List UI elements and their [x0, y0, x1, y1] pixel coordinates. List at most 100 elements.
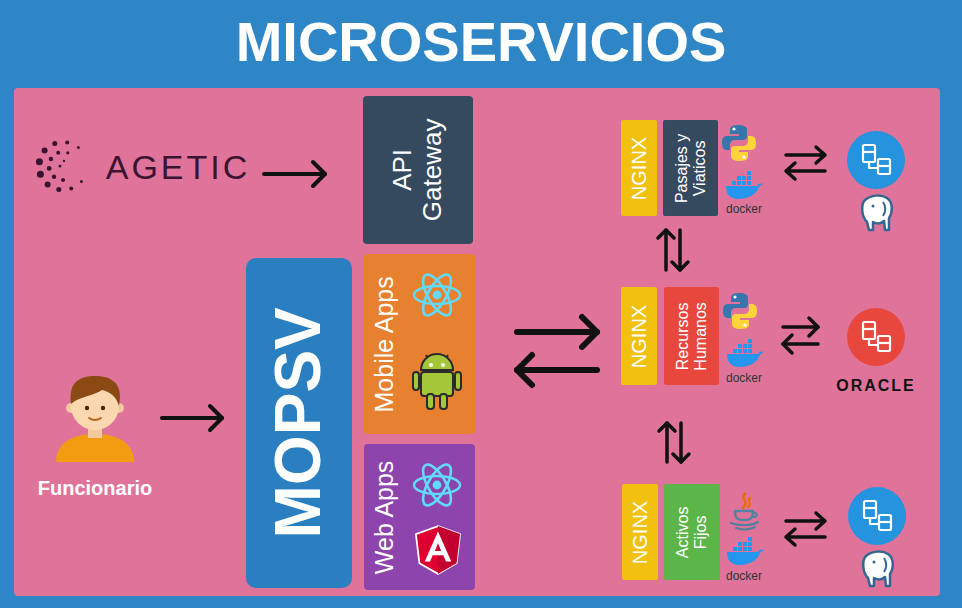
- agetic-logo-part: [80, 180, 83, 183]
- service-box: Activos Fijos: [664, 484, 720, 580]
- connector: [783, 318, 818, 353]
- database-circle-part: [848, 487, 906, 545]
- android-icon-part-part: [421, 372, 453, 396]
- node-text: ORACLE: [836, 377, 916, 395]
- text-area: Pasajes y Viaticos: [663, 120, 718, 216]
- connector-line: [783, 335, 792, 353]
- text-area: Funcionario: [30, 474, 160, 502]
- database-circle-part-part: [878, 342, 890, 344]
- android-icon-part: [429, 363, 433, 367]
- docker-icon-part: [738, 547, 742, 551]
- person-icon-part: [89, 418, 101, 420]
- react-icon-part: [433, 481, 442, 490]
- docker-icon-part: [726, 184, 763, 199]
- postgres-elephant-part: [884, 558, 886, 572]
- connector-line: [664, 230, 668, 270]
- platform-box: MOPSV: [246, 258, 352, 588]
- postgres-elephant-part: [862, 196, 892, 230]
- logo-label: AGETIC: [98, 146, 258, 190]
- connector-line: [210, 406, 222, 430]
- react-icon-part-part: [414, 286, 460, 304]
- app-box: Web Apps: [364, 444, 475, 590]
- postgres-elephant-part: [873, 561, 876, 564]
- postgres-elephant: [862, 196, 892, 230]
- double-arrow-part: [786, 513, 825, 529]
- icon-caption: docker: [726, 372, 762, 386]
- database-circle-part: [864, 501, 891, 530]
- node-text: Funcionario: [38, 477, 152, 500]
- java-icon-part: [743, 494, 745, 508]
- label-wrap: docker: [704, 566, 784, 584]
- react-icon-part: [414, 461, 460, 510]
- node-text: Activos Fijos: [674, 489, 711, 575]
- database-circle: [846, 307, 906, 367]
- person-icon: [50, 366, 140, 462]
- database-circle-part-part: [878, 165, 890, 167]
- person-icon-part: [85, 406, 89, 410]
- java-icon-part: [748, 498, 750, 507]
- connector-line: [658, 230, 674, 238]
- android-icon-part: [413, 354, 461, 409]
- docker-icon-part: [748, 349, 752, 353]
- label-wrap: docker: [704, 368, 784, 386]
- node-text: Mobile Apps: [370, 259, 399, 429]
- python-icon-part: [732, 304, 757, 329]
- docker-icon-part: [748, 344, 752, 348]
- diagram-title: MICROSERVICIOS: [236, 10, 727, 74]
- connector: [264, 162, 325, 186]
- connector-line: [809, 318, 818, 336]
- docker-icon-part: [748, 339, 752, 343]
- docker-icon-part: [748, 537, 752, 541]
- agetic-logo-part: [49, 157, 53, 161]
- agetic-logo-part: [47, 166, 52, 171]
- title-wrap: MICROSERVICIOS: [0, 10, 962, 74]
- text-area: MOPSV: [246, 258, 352, 588]
- database-circle-part: [847, 308, 905, 366]
- postgres-elephant: [863, 552, 893, 586]
- person-icon-part: [101, 406, 105, 410]
- database-circle-part-part: [869, 162, 878, 168]
- node-text: NGINX: [629, 489, 652, 575]
- docker-icon-part: [737, 176, 741, 180]
- database-circle: [847, 131, 905, 189]
- person-icon-part: [71, 376, 120, 406]
- python-icon-part: [743, 323, 746, 326]
- python-icon-part: [732, 127, 735, 130]
- connector-line: [679, 423, 683, 462]
- android-icon-part-part: [455, 372, 461, 390]
- node-text: NGINX: [628, 292, 651, 380]
- database-circle-part-part: [864, 501, 876, 518]
- react-icon-part: [433, 291, 442, 300]
- text-area: ORACLE: [822, 375, 930, 397]
- node-text: MOPSV: [262, 263, 336, 583]
- connector-line: [264, 172, 325, 176]
- java-icon: [731, 494, 758, 529]
- connector-line: [783, 342, 818, 346]
- database-circle: [848, 487, 906, 545]
- react-icon-part-part: [418, 271, 457, 320]
- app-box: Mobile Apps: [364, 254, 475, 434]
- react-icon-part-part: [414, 476, 460, 494]
- node-text: NGINX: [628, 125, 651, 211]
- react-icon-part-part: [418, 271, 457, 320]
- angular-icon-part: [425, 531, 452, 561]
- docker-icon-part: [747, 176, 751, 180]
- connector-line: [517, 329, 597, 335]
- connector: [659, 423, 689, 462]
- docker-icon-part: [733, 547, 737, 551]
- docker-icon: [727, 537, 764, 565]
- text-area: Web Apps: [364, 444, 404, 590]
- docker-icon-part: [742, 181, 746, 185]
- database-circle-part-part: [869, 339, 878, 345]
- docker-icon: [727, 339, 764, 367]
- docker-icon: [726, 171, 763, 199]
- android-icon-part: [441, 363, 445, 367]
- actor-node: Funcionario: [30, 366, 160, 502]
- database-circle-part-part: [879, 521, 891, 523]
- connector-line: [517, 367, 597, 373]
- docker-icon-part: [748, 547, 752, 551]
- python-icon: [722, 125, 756, 161]
- agetic-logo-part: [45, 181, 51, 187]
- agetic-logo-part: [69, 187, 73, 191]
